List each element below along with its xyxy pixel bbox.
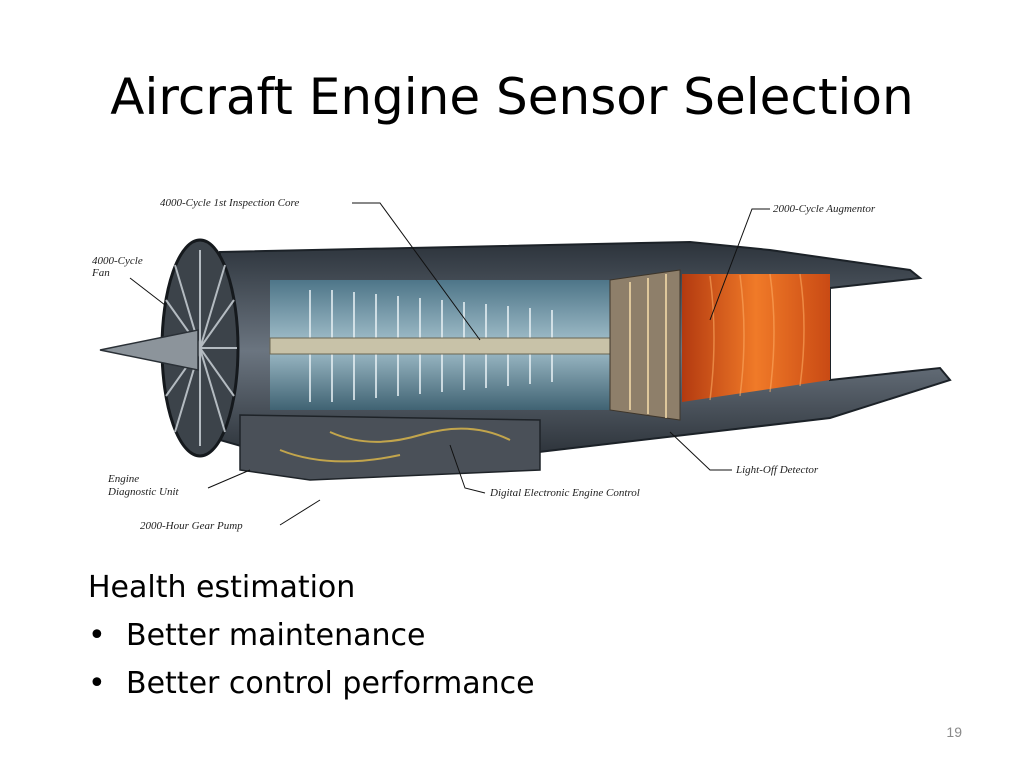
label-gear-pump: 2000-Hour Gear Pump	[140, 520, 243, 532]
bullet-list: • Better maintenance • Better control perf…	[88, 612, 535, 708]
label-fan-line1: 4000-Cycle	[92, 255, 143, 267]
label-inspection-core: 4000-Cycle 1st Inspection Core	[160, 197, 299, 209]
leader-light-off	[669, 431, 732, 471]
slide-body: Health estimation • Better maintenance • B…	[88, 564, 535, 708]
slide-title: Aircraft Engine Sensor Selection	[110, 68, 914, 126]
bullet-dot-icon: •	[88, 666, 106, 701]
label-diagnostic-line1: Engine	[107, 473, 139, 485]
leader-gear-pump	[279, 499, 321, 526]
bullet-text: Better control performance	[126, 666, 535, 701]
bullet-dot-icon: •	[88, 618, 106, 653]
leader-inspection-core	[352, 202, 481, 341]
label-fan-line2: Fan	[91, 267, 110, 279]
leader-fan	[129, 277, 166, 306]
accessory-gearbox	[239, 414, 541, 481]
turbine-blades	[629, 274, 667, 418]
engine-cutaway-figure: 4000-Cycle 1st Inspection Core 2000-Cycl…	[70, 170, 962, 540]
bullet-item: • Better control performance	[88, 660, 535, 708]
accessory-tubing	[279, 427, 511, 463]
label-deec: Digital Electronic Engine Control	[489, 487, 640, 499]
leader-augmentor	[709, 208, 770, 321]
label-augmentor: 2000-Cycle Augmentor	[773, 203, 876, 215]
leader-deec	[449, 444, 486, 494]
bullet-item: • Better maintenance	[88, 612, 535, 660]
label-light-off: Light-Off Detector	[735, 464, 819, 476]
engine-shaft	[269, 337, 631, 355]
leader-diagnostic-unit	[207, 469, 251, 489]
fan-blades	[163, 250, 237, 446]
turbine-section	[609, 269, 681, 421]
page-number: 19	[946, 724, 962, 740]
bullet-text: Better maintenance	[126, 618, 426, 653]
nose-cone	[99, 329, 199, 371]
engine-cutaway-illustration: 4000-Cycle 1st Inspection Core 2000-Cycl…	[91, 197, 952, 532]
body-heading: Health estimation	[88, 570, 356, 605]
augmentor-rings	[709, 273, 805, 401]
augmentor-flame	[682, 274, 830, 402]
label-diagnostic-line2: Diagnostic Unit	[107, 486, 180, 498]
